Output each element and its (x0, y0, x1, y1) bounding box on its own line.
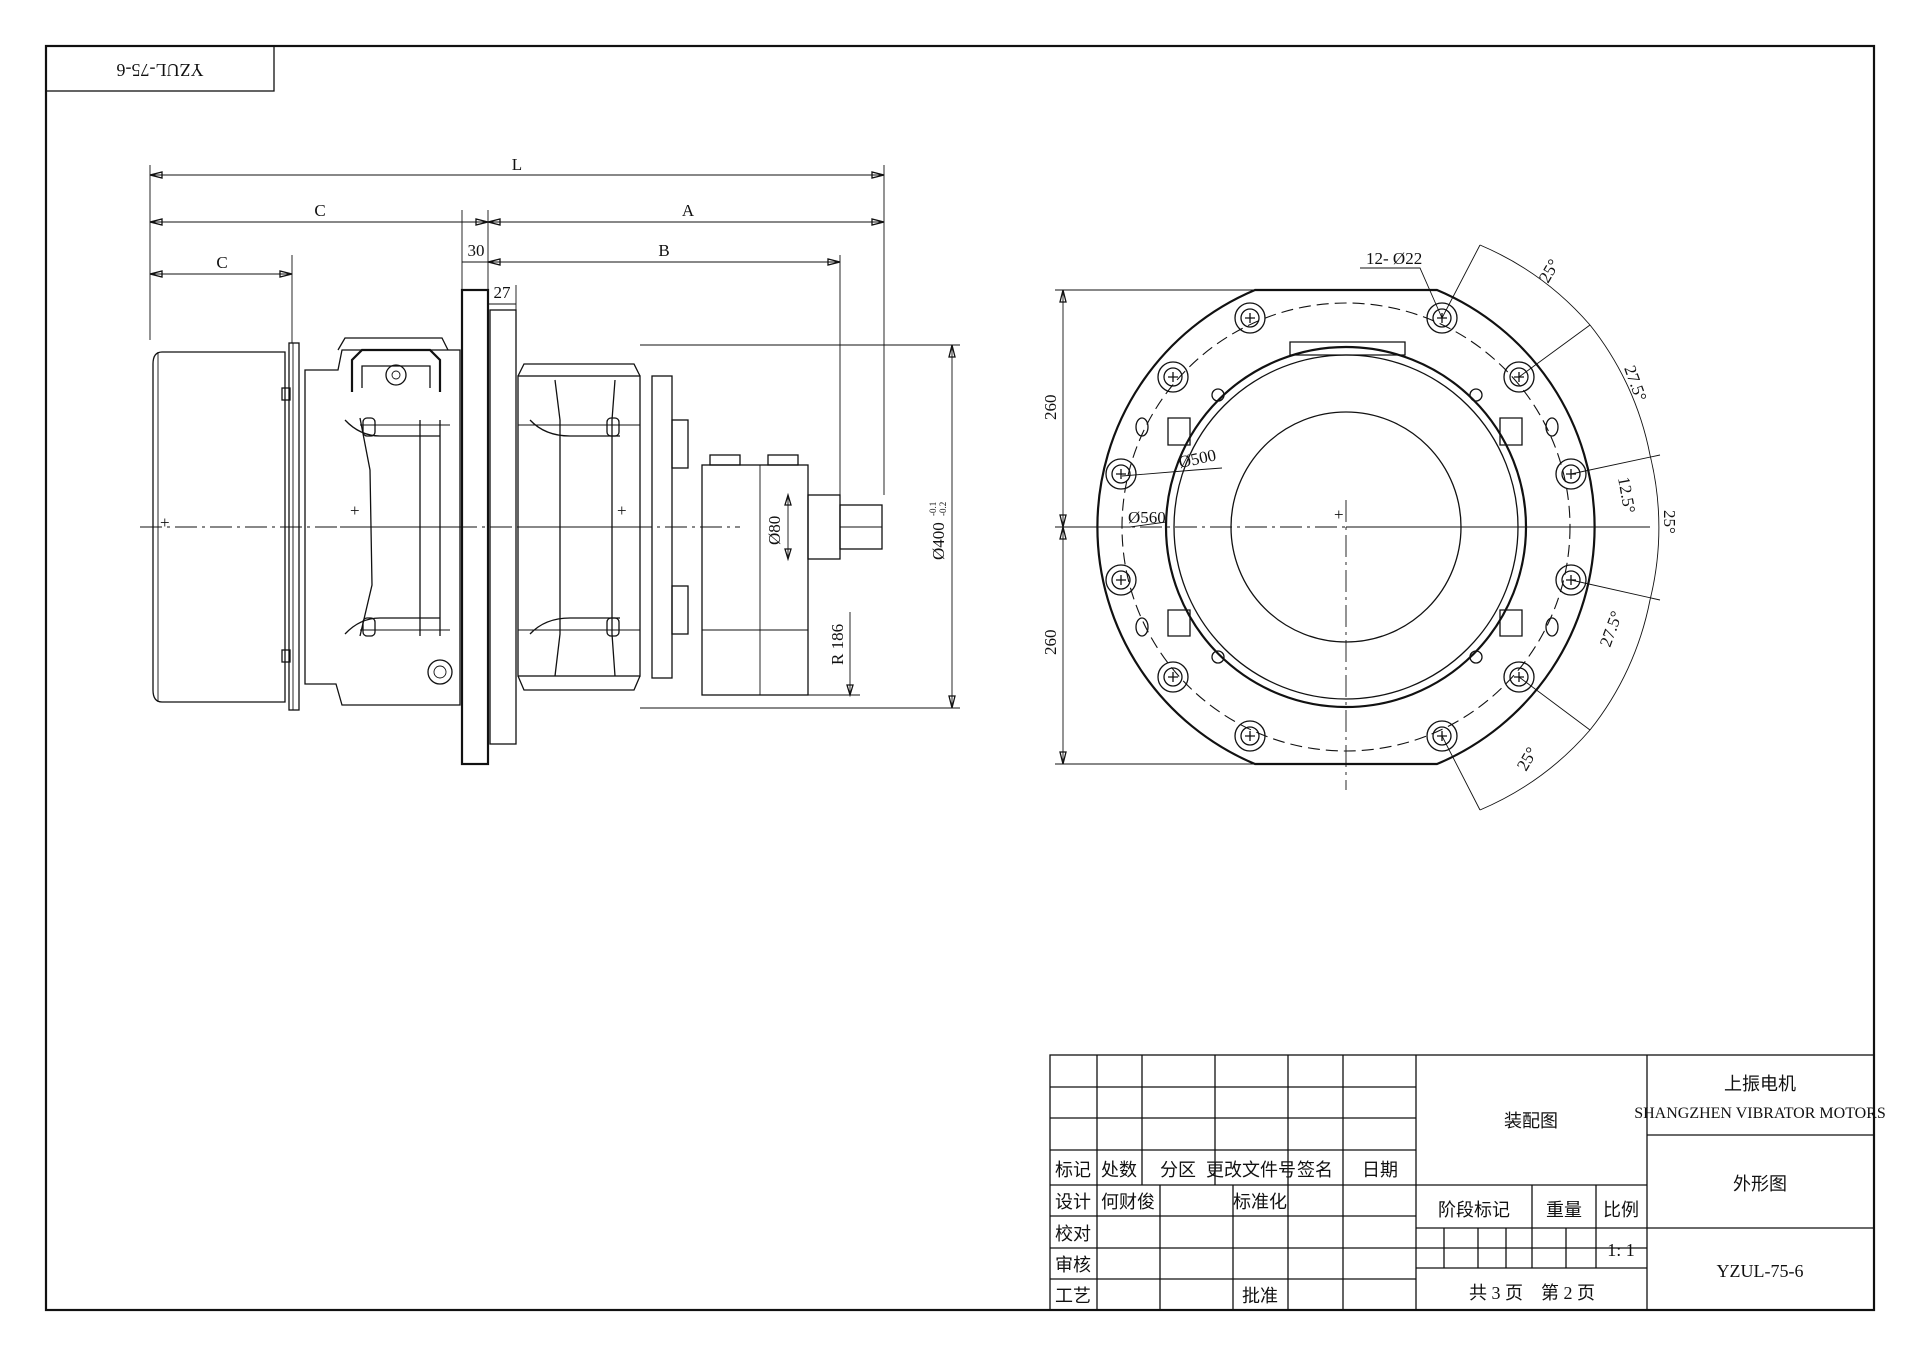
bearing-plate (651, 375, 673, 679)
role-design: 设计 (1055, 1192, 1091, 1212)
stage-mark-label: 阶段标记 (1438, 1200, 1510, 1220)
approval-label: 批准 (1242, 1286, 1278, 1306)
svg-text:+: + (160, 513, 170, 532)
svg-text:+: + (350, 501, 360, 520)
sheet-number: 第 2 页 (1541, 1283, 1595, 1303)
dim-C-upper: C (314, 201, 325, 220)
standardization-label: 标准化 (1233, 1192, 1287, 1212)
dim-260-bottom: 260 (1041, 630, 1060, 656)
dim-27: 27 (494, 283, 512, 302)
main-flange (460, 288, 490, 766)
front-view: + 12- Ø22 260 260 Ø500 Ø560 25° 27.5° 12… (1041, 244, 1679, 811)
role-check: 校对 (1055, 1224, 1091, 1244)
rev-header-count: 处数 (1101, 1160, 1137, 1180)
corner-code-box (45, 45, 275, 92)
right-housing (517, 375, 641, 677)
rev-header-date: 日期 (1362, 1160, 1398, 1180)
designer-name: 何财俊 (1101, 1192, 1155, 1212)
dim-phi560: Ø560 (1128, 508, 1166, 527)
role-process: 工艺 (1055, 1286, 1091, 1306)
sheet-count: 共 3 页 (1469, 1283, 1523, 1303)
front-flange-outline (1096, 288, 1596, 766)
dim-A: A (682, 201, 695, 220)
drawing-frame (44, 44, 1876, 1312)
weight-label: 重量 (1546, 1200, 1582, 1220)
dim-phi80: Ø80 (765, 516, 784, 545)
rev-header-doc: 更改文件号 (1206, 1160, 1296, 1180)
dim-30: 30 (468, 241, 485, 260)
dim-angle-27-5-2: 27.5° (1596, 609, 1626, 650)
dim-phi400-tol-lower: -0.2 (938, 502, 948, 516)
shaft (807, 494, 841, 560)
dim-angle-27-5-1: 27.5° (1620, 363, 1650, 404)
role-review: 审核 (1055, 1255, 1091, 1275)
eccentric-weight-box (701, 464, 809, 696)
dim-holes: 12- Ø22 (1366, 249, 1422, 268)
drawing-name: 外形图 (1733, 1174, 1787, 1194)
dim-C-lower: C (216, 253, 227, 272)
dim-r186: R 186 (828, 624, 847, 665)
left-housing (304, 349, 461, 706)
end-cap (152, 351, 286, 703)
scale-value: 1: 1 (1607, 1240, 1635, 1260)
title-block: 标记 处数 分区 更改文件号 签名 日期 设计 校对 审核 工艺 何财俊 标准化… (1049, 1054, 1886, 1311)
dim-angle-25-1: 25° (1535, 256, 1563, 286)
dim-L: L (512, 155, 522, 174)
company-cn: 上振电机 (1724, 1074, 1796, 1094)
cap-flange (288, 342, 300, 711)
drawing-type: 装配图 (1504, 1111, 1558, 1131)
side-view: + + + L C (140, 155, 960, 766)
dim-260-top: 260 (1041, 395, 1060, 421)
svg-text:+: + (1334, 505, 1344, 524)
corner-code: YZUL-75-6 (117, 60, 204, 80)
dim-angle-12-5: 12.5° (1614, 475, 1639, 514)
scale-label: 比例 (1603, 1200, 1639, 1220)
dim-angle-25-2: 25° (1513, 744, 1541, 774)
dim-B: B (658, 241, 669, 260)
rev-header-mark: 标记 (1055, 1160, 1091, 1180)
dim-angle-25-right: 25° (1660, 510, 1679, 534)
company-en: SHANGZHEN VIBRATOR MOTORS (1634, 1105, 1886, 1122)
svg-text:+: + (617, 501, 627, 520)
dim-phi400: Ø400 (929, 522, 948, 560)
lifting-eye (350, 348, 442, 392)
rev-header-sign: 签名 (1297, 1160, 1333, 1180)
rev-header-zone: 分区 (1160, 1160, 1196, 1180)
dim-phi400-tol-upper: -0.1 (928, 502, 938, 516)
bolt-holes (1105, 302, 1587, 752)
drawing-number: YZUL-75-6 (1717, 1261, 1804, 1281)
